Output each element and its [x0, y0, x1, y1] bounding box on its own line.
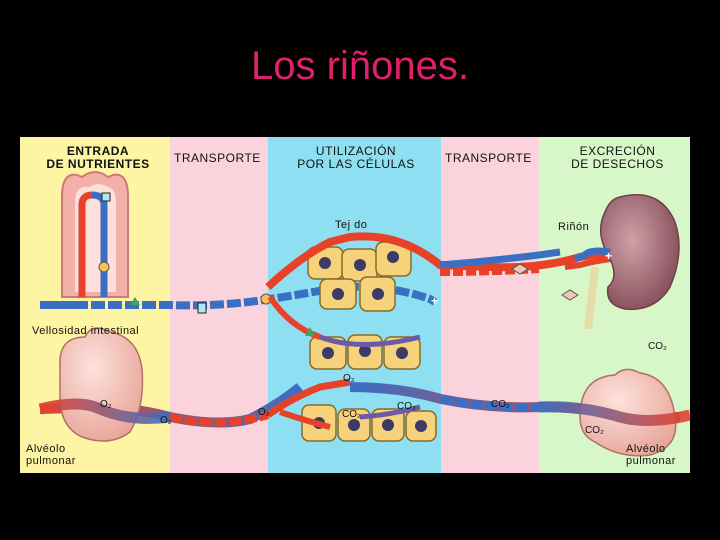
vein-upper: [40, 282, 438, 310]
label-co2-cells: CO₂: [342, 409, 361, 420]
label-alveolo-right-line1: Alvéolo: [626, 443, 666, 455]
label-alveolo-left-line1: Alvéolo: [26, 443, 66, 455]
label-o2-mid2: O₂: [258, 407, 270, 418]
label-co2-transport: CO₂: [491, 399, 510, 410]
header-cells-line2: POR LAS CÉLULAS: [297, 157, 415, 171]
circulation-diagram: +: [20, 137, 692, 473]
diagram-panel: +: [20, 137, 692, 473]
label-rinon: Riñón: [558, 221, 590, 233]
label-alveolo-left-line2: pulmonar: [26, 455, 76, 467]
label-vellosidad: Vellosidad intestinal: [32, 325, 140, 337]
plus-marker: +: [431, 294, 438, 308]
label-o2-left: O₂: [100, 399, 112, 410]
triangle-marker: [130, 297, 140, 305]
nutrient-square-marker: [101, 192, 111, 202]
header-nutrients-line2: DE NUTRIENTES: [46, 157, 150, 171]
header-transport-1: TRANSPORTE: [174, 151, 261, 165]
label-tejido: Tej do: [335, 219, 368, 231]
header-excretion-line2: DE DESECHOS: [571, 157, 664, 171]
alveolus-left: [38, 327, 171, 442]
triangle-marker-cells: [305, 327, 315, 336]
square-marker-transport: [197, 302, 207, 314]
label-o2-cells: O₂: [343, 373, 355, 384]
cell-nuclei: [313, 251, 427, 432]
diamond-marker: [511, 263, 529, 275]
nutrient-circle-marker: [98, 261, 110, 273]
label-co2-cells2: CO₂: [397, 401, 416, 412]
label-co2-lung: CO₂: [585, 425, 604, 436]
label-alveolo-right: Alvéolo pulmonar: [626, 443, 676, 467]
header-excretion: EXCRECIÓN DE DESECHOS: [550, 145, 685, 171]
header-excretion-line1: EXCRECIÓN: [579, 144, 656, 158]
label-o2-mid1: O₂: [160, 415, 172, 426]
alveolus-right: [538, 368, 692, 457]
slide-title: Los riñones.: [251, 44, 469, 88]
artery-upper: [265, 232, 606, 290]
header-nutrients: ENTRADA DE NUTRIENTES: [38, 145, 158, 171]
column-bg-transport-2: [441, 137, 539, 473]
intestinal-villus: [61, 171, 129, 298]
label-alveolo-right-line2: pulmonar: [626, 455, 676, 467]
header-transport-2: TRANSPORTE: [445, 151, 532, 165]
header-nutrients-line1: ENTRADA: [66, 144, 130, 158]
kidney: +: [561, 194, 680, 330]
header-cells: UTILIZACIÓN POR LAS CÉLULAS: [282, 145, 430, 171]
svg-text:+: +: [605, 249, 612, 263]
label-alveolo-left: Alvéolo pulmonar: [26, 443, 76, 467]
label-co2-right: CO₂: [648, 341, 667, 352]
header-cells-line1: UTILIZACIÓN: [315, 144, 397, 158]
